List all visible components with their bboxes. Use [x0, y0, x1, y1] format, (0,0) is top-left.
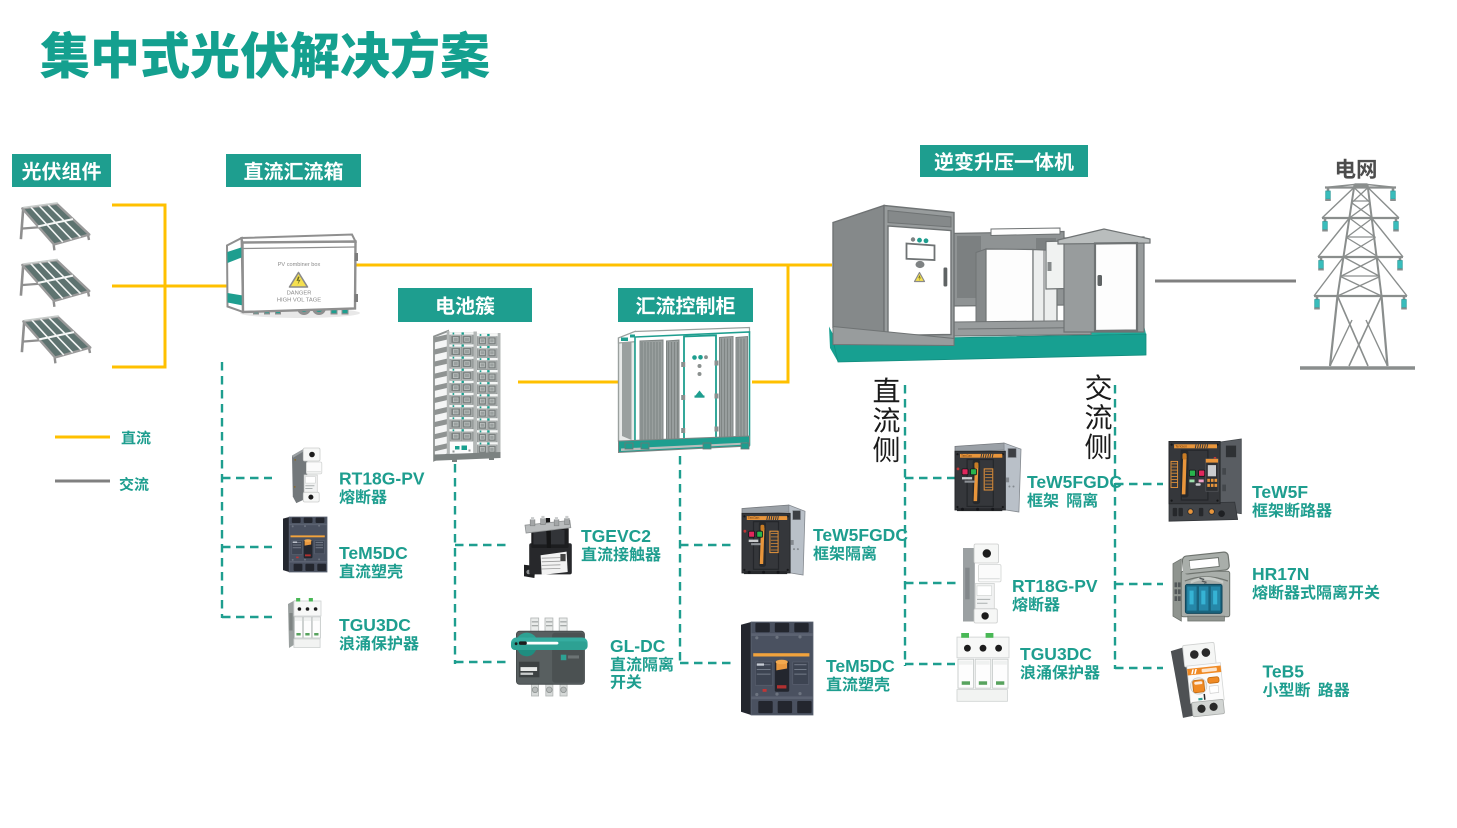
svg-text:TenGen: TenGen: [1175, 445, 1187, 449]
svg-text:TGEVC2: TGEVC2: [581, 526, 651, 546]
svg-text:HIGH VOL TAGE: HIGH VOL TAGE: [277, 298, 321, 304]
svg-text:HR17N: HR17N: [1252, 564, 1309, 584]
svg-text:RT18G-PV: RT18G-PV: [339, 469, 425, 489]
svg-text:TenGen: TenGen: [961, 454, 972, 458]
svg-text:TeW5FGDC: TeW5FGDC: [1027, 472, 1122, 492]
svg-text:DANGER: DANGER: [287, 291, 312, 297]
svg-text:TeM5DC: TeM5DC: [826, 656, 895, 676]
svg-text:RT18G-PV: RT18G-PV: [1012, 576, 1098, 596]
svg-text:TGU3DC: TGU3DC: [339, 615, 411, 635]
svg-text:TeB5: TeB5: [1263, 662, 1305, 682]
svg-text:TeW5F: TeW5F: [1252, 482, 1308, 502]
svg-text:TenGen: TenGen: [748, 516, 760, 520]
svg-text:PV combiner box: PV combiner box: [278, 262, 321, 268]
svg-text:GL-DC: GL-DC: [610, 636, 666, 656]
svg-text:TeW5FGDC: TeW5FGDC: [813, 525, 908, 545]
svg-text:TeM5DC: TeM5DC: [339, 543, 408, 563]
svg-text:TGU3DC: TGU3DC: [1020, 644, 1092, 664]
